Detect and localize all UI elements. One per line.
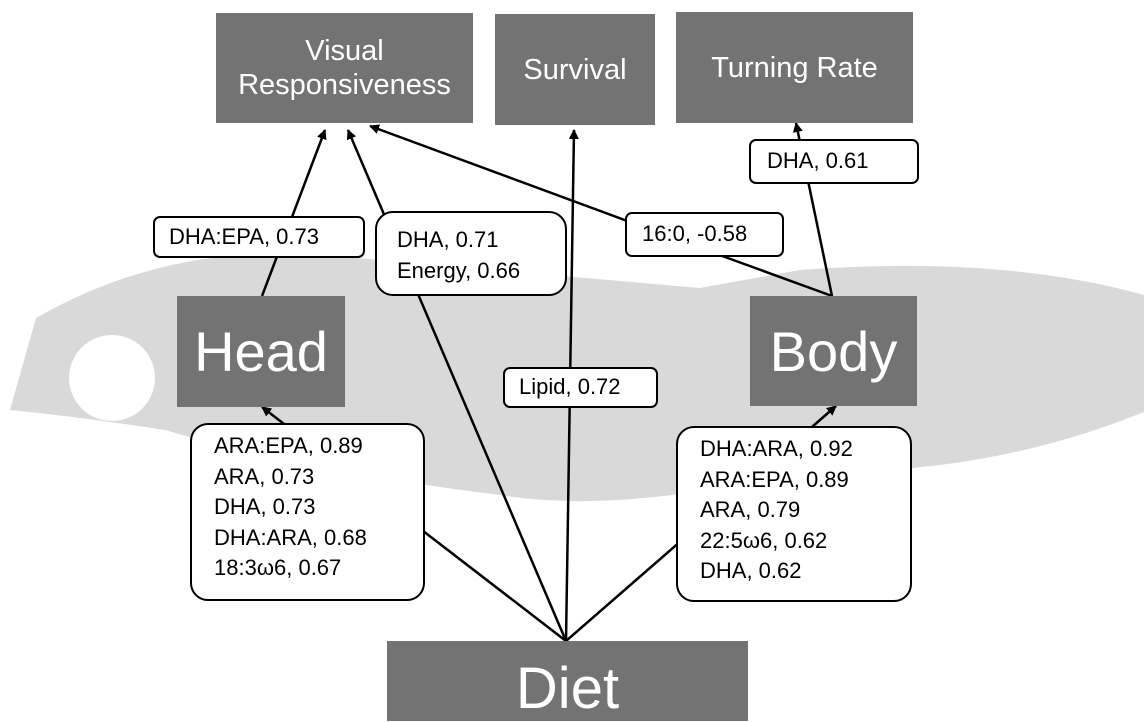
label-diet-survival: Lipid, 0.72 xyxy=(503,367,658,408)
node-head: Head xyxy=(177,296,345,407)
label-diet-body-line-2: ARA:EPA, 0.89 xyxy=(700,466,849,492)
node-visual-line-1: Visual xyxy=(305,35,384,67)
label-body-turning: DHA, 0.61 xyxy=(749,139,919,184)
node-diet-label: Diet xyxy=(515,655,620,721)
node-survival: Survival xyxy=(495,14,655,125)
node-turning-rate: Turning Rate xyxy=(676,12,913,123)
node-visual-line-2: Responsiveness xyxy=(238,69,451,101)
node-diet: Diet xyxy=(387,641,748,721)
label-body-turning-text: DHA, 0.61 xyxy=(767,148,869,174)
label-diet-body: DHA:ARA, 0.92 ARA:EPA, 0.89 ARA, 0.79 22… xyxy=(676,426,912,602)
label-body-visual: 16:0, -0.58 xyxy=(625,212,784,257)
label-diet-visual-line-2: Energy, 0.66 xyxy=(397,257,521,283)
label-diet-body-line-4: 22:5ω6, 0.62 xyxy=(700,527,828,553)
arrow-head-to-visual xyxy=(260,129,327,297)
node-turning-rate-label: Turning Rate xyxy=(711,51,878,84)
node-head-label: Head xyxy=(194,320,328,383)
node-body: Body xyxy=(750,296,917,406)
label-diet-head-line-4: DHA:ARA, 0.68 xyxy=(214,524,367,550)
label-diet-body-line-5: DHA, 0.62 xyxy=(700,558,802,583)
label-diet-body-line-1: DHA:ARA, 0.92 xyxy=(700,436,853,461)
node-body-label: Body xyxy=(769,319,898,383)
label-head-visual-text: DHA:EPA, 0.73 xyxy=(169,223,319,249)
fish-eye xyxy=(69,335,155,421)
label-body-visual-text: 16:0, -0.58 xyxy=(642,221,748,247)
node-visual-responsiveness: Visual Responsiveness xyxy=(216,13,473,123)
arrow-body-to-visual xyxy=(369,124,833,298)
node-survival-label: Survival xyxy=(523,53,627,86)
label-diet-head-line-2: ARA, 0.73 xyxy=(214,463,315,489)
label-diet-head-line-5: 18:3ω6, 0.67 xyxy=(214,555,342,580)
label-head-visual: DHA:EPA, 0.73 xyxy=(153,216,365,258)
label-diet-head-line-1: ARA:EPA, 0.89 xyxy=(214,433,363,458)
label-diet-head: ARA:EPA, 0.89 ARA, 0.73 DHA, 0.73 DHA:AR… xyxy=(190,423,425,601)
label-diet-visual: DHA, 0.71 Energy, 0.66 xyxy=(375,211,567,296)
label-diet-body-line-3: ARA, 0.79 xyxy=(700,497,801,522)
label-diet-survival-text: Lipid, 0.72 xyxy=(519,374,621,400)
label-diet-head-line-3: DHA, 0.73 xyxy=(214,494,316,519)
label-diet-visual-line-1: DHA, 0.71 xyxy=(397,227,499,252)
